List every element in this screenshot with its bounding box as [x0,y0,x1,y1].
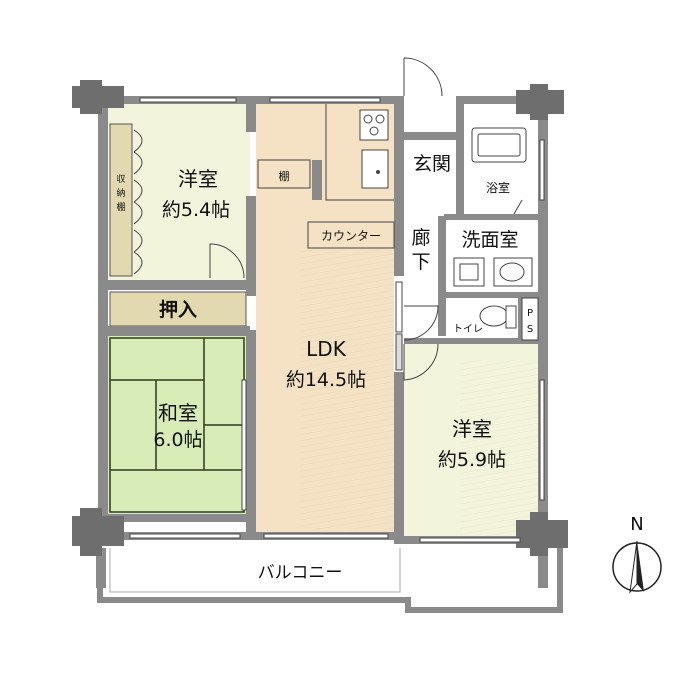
kitchen-sink-icon [361,149,389,189]
washing-machine-icon [453,257,485,287]
compass-north-label: N [630,514,643,535]
washroom-label: 洗面室 [461,229,518,251]
ps-label-2: S [527,324,533,335]
washitsu-label: 和室 [158,401,198,425]
storage-shelf [109,123,133,277]
hallway-label-1: 廊 [411,227,430,249]
ldk-size: 約14.5帖 [286,369,366,391]
ps-label-1: P [527,308,533,319]
toilet-icon [479,305,509,327]
toilet-label: トイレ [453,324,483,335]
oshiire-closet [109,291,247,327]
washitsu-size: 6.0帖 [153,429,202,451]
door-swings [209,57,523,381]
bathtub-icon [471,127,527,163]
western-room-nw-size: 約5.4帖 [162,199,230,221]
compass: N [612,514,662,594]
ldk-label: LDK [306,337,347,361]
ps-box [521,297,539,341]
counter-label: カウンター [321,229,381,243]
storage-label-2: 納 [116,187,125,199]
western-room-se-label: 洋室 [452,417,492,441]
storage-label-3: 棚 [116,201,125,213]
shelf-label: 棚 [279,169,290,183]
storage-label-1: 収 [116,173,125,185]
hallway-label-2: 下 [411,251,430,273]
oshiire-label: 押入 [159,298,197,321]
entrance-label: 玄関 [413,153,451,175]
balcony: バルコニー [96,548,563,613]
western-room-nw-label: 洋室 [178,167,218,191]
balcony-label: バルコニー [258,563,343,583]
western-room-se-size: 約5.9帖 [438,449,506,471]
closet-doors [133,129,143,275]
shelf-box [257,159,311,189]
bath-label: 浴室 [486,180,510,195]
entrance-hall [404,140,460,340]
columns [72,80,568,556]
counter-box [307,221,395,249]
windows [129,97,545,543]
